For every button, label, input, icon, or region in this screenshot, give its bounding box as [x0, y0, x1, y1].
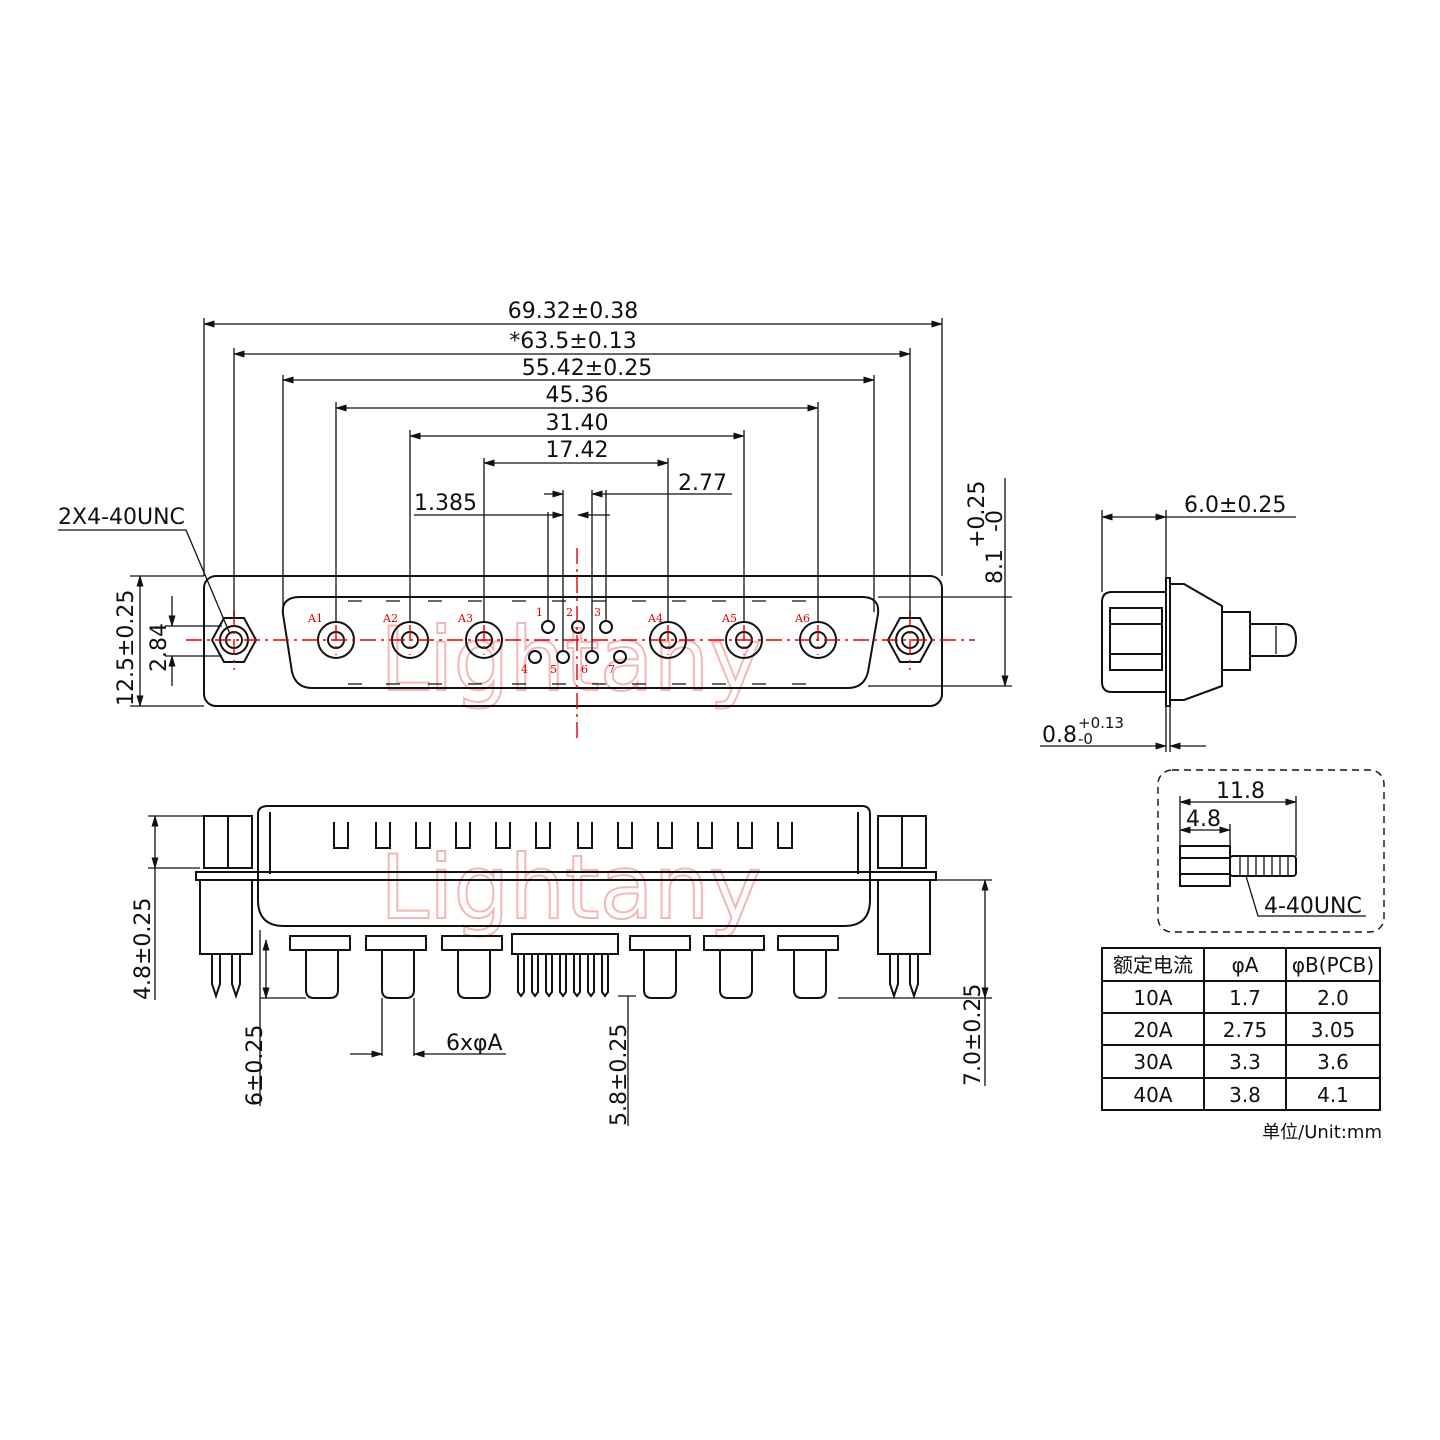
dim-shell-width: 55.42±0.25 — [522, 356, 652, 381]
left-boardlock — [199, 879, 253, 955]
dim-outer-contacts: 45.36 — [546, 383, 609, 408]
label-a5: A5 — [721, 612, 737, 625]
signal-contact-1 — [541, 620, 555, 634]
table-cell: 2.75 — [1223, 1018, 1268, 1042]
table-frame — [1101, 947, 1381, 1111]
table-cell: 1.7 — [1229, 986, 1261, 1010]
table-cell: 3.3 — [1229, 1050, 1261, 1074]
dim-mid-contacts: 31.40 — [546, 411, 609, 436]
watermark-bottom: Lightany — [380, 836, 761, 939]
dim-screw-head: 4.8 — [1186, 807, 1221, 832]
side-shell — [1170, 583, 1223, 701]
label-a1: A1 — [307, 612, 323, 625]
right-boardlock — [877, 879, 931, 955]
side-hex — [1109, 607, 1163, 671]
table-header-phi-a: φA — [1232, 953, 1259, 977]
dim-signal-offset: 1.385 — [414, 491, 477, 516]
dim-row-spacing: 2.84 — [147, 623, 172, 672]
signal-contact-6 — [585, 650, 599, 664]
extension-lines-front — [203, 318, 943, 650]
table-cell: 3.05 — [1311, 1018, 1356, 1042]
spec-table: 额定电流 φA φB(PCB) 10A 1.7 2.0 20A 2.75 3.0… — [1101, 947, 1382, 1143]
label-a3: A3 — [457, 612, 473, 625]
table-header-current: 额定电流 — [1113, 953, 1193, 977]
bottom-view: 4.8±0.25 6±0.25 6xφA 5.8±0.25 7.0±0.25 — [131, 805, 992, 1126]
dim-pin-length-left: 6±0.25 — [243, 1025, 268, 1106]
body-slots — [333, 822, 793, 849]
label-s6: 6 — [581, 663, 588, 676]
dim-height-tol-low: -0 — [983, 510, 1008, 532]
table-cell: 4.1 — [1317, 1083, 1349, 1107]
dim-flange-thickness: 0.8 — [1042, 723, 1077, 748]
signal-contact-3 — [599, 620, 613, 634]
unit-note: 单位/Unit:mm — [1262, 1122, 1382, 1143]
table-cell: 40A — [1133, 1083, 1172, 1107]
dim-flange-height: 12.5±0.25 — [114, 590, 139, 706]
signal-pins — [517, 954, 609, 998]
side-body — [1101, 591, 1167, 693]
dim-power-pin-length: 7.0±0.25 — [961, 984, 986, 1086]
table-cell: 3.6 — [1317, 1050, 1349, 1074]
label-a2: A2 — [382, 612, 398, 625]
side-flange — [1165, 577, 1171, 707]
side-pin — [1249, 623, 1298, 657]
table-cell: 2.0 — [1317, 986, 1349, 1010]
detail-frame — [1157, 769, 1385, 933]
dim-flange-tol-high: +0.13 — [1078, 714, 1124, 732]
screw-head — [1179, 845, 1231, 887]
contact-bases — [289, 933, 839, 955]
label-s7: 7 — [608, 663, 615, 676]
dim-pin-diameter: 6xφA — [446, 1031, 503, 1056]
bottom-flange — [195, 871, 937, 881]
dim-overall-width: 69.32±0.38 — [508, 299, 638, 324]
dim-height-value: 8.1 — [983, 549, 1008, 584]
screw-thread — [1229, 855, 1297, 877]
shell-teeth — [348, 600, 806, 685]
signal-contact-4 — [528, 650, 542, 664]
power-pins — [305, 950, 827, 999]
label-s1: 1 — [536, 606, 543, 619]
table-cell: 20A — [1133, 1018, 1172, 1042]
signal-contact-2 — [571, 620, 585, 634]
dim-signal-pitch: 2.77 — [678, 471, 727, 496]
signal-contact-5 — [556, 650, 570, 664]
label-s4: 4 — [521, 663, 528, 676]
dim-screw-thread: 4-40UNC — [1264, 894, 1362, 919]
dim-height-tol-high: +0.25 — [965, 481, 990, 548]
signal-contact-7 — [613, 650, 627, 664]
label-s3: 3 — [594, 606, 601, 619]
label-s5: 5 — [550, 663, 557, 676]
label-s2: 2 — [566, 606, 573, 619]
flange-outline — [203, 575, 943, 707]
dim-standoff-height: 4.8±0.25 — [131, 898, 156, 1000]
dim-screw-length: 11.8 — [1216, 779, 1265, 804]
label-a4: A4 — [647, 612, 663, 625]
dim-flange-tol-low: -0 — [1078, 730, 1093, 748]
table-cell: 30A — [1133, 1050, 1172, 1074]
dim-inner-contacts: 17.42 — [546, 438, 609, 463]
dim-side-depth: 6.0±0.25 — [1184, 493, 1286, 518]
label-a6: A6 — [794, 612, 810, 625]
dim-thread-callout: 2X4-40UNC — [58, 505, 185, 530]
screw-detail: 11.8 4.8 4-40UNC — [1157, 769, 1385, 933]
bottom-body — [257, 805, 871, 927]
table-cell: 3.8 — [1229, 1083, 1261, 1107]
watermark-front: Lightany — [380, 608, 761, 711]
dim-mount-spacing: *63.5±0.13 — [509, 329, 636, 354]
table-cell: 10A — [1133, 986, 1172, 1010]
table-header-phi-b: φB(PCB) — [1292, 953, 1374, 977]
side-view: 6.0±0.25 0.8 +0.13 -0 — [1040, 493, 1298, 752]
dim-signal-pin-length: 5.8±0.25 — [607, 1024, 632, 1126]
front-view: A1 A2 A3 A4 A5 A6 1 2 3 4 5 6 7 — [58, 299, 1012, 740]
